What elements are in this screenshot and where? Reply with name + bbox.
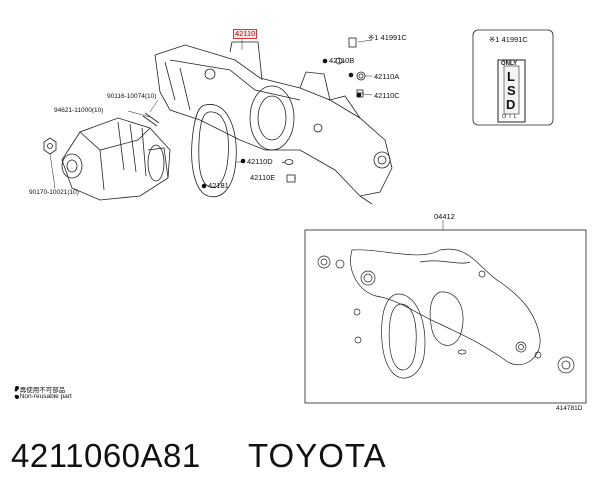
nut-drawing (43, 137, 57, 155)
sticker-only-text: ONLY (501, 61, 518, 67)
stud-bolt-drawing (142, 112, 160, 127)
label-42110b: 42110B (329, 56, 355, 65)
plug-e-drawing (286, 174, 296, 183)
label-42110c: 42110C (374, 91, 400, 100)
sticker-letter-s: S (507, 83, 516, 98)
kit-flange-washer-drawing (557, 356, 575, 374)
label-sticker-ref: ※1 41991C (489, 35, 528, 44)
label-90116-10074: 90116-10074(10) (107, 93, 157, 100)
legend-japanese: ● 再使用不可部品 (14, 387, 66, 394)
axle-housing-drawing (154, 41, 393, 205)
lsd-sticker-outline (497, 59, 526, 123)
sticker-letter-l: L (507, 69, 515, 84)
differential-carrier-drawing (61, 117, 171, 201)
plug-d-drawing (281, 159, 294, 165)
kit-seal-right-drawing (515, 341, 527, 353)
gasket-kit-frame (304, 229, 587, 404)
label-04412: 04412 (434, 212, 455, 221)
label-42181: 42181 (208, 181, 229, 190)
label-catalog-code: 414781D (556, 405, 583, 412)
gasket-kit-drawing (317, 248, 575, 379)
sticker-oil-text: OIL (502, 114, 520, 120)
bolt-a-drawing (356, 71, 366, 81)
part-number-heading: 4211060A81 (11, 437, 201, 474)
lsd-sticker-frame (472, 29, 554, 126)
kit-washer-drawing (317, 255, 331, 269)
label-42110d: 42110D (247, 157, 273, 166)
label-94621-11000: 94621-11000(10) (54, 107, 104, 114)
label-42110a: 42110A (374, 72, 400, 81)
legend-english: ● Non-reusable part (14, 393, 72, 400)
label-42110e: 42110E (250, 173, 276, 182)
label-41991c: ※1 41991C (368, 33, 407, 42)
sticker-letter-d: D (506, 97, 516, 112)
caution-plate-drawing (348, 37, 357, 48)
gasket-drawing (191, 104, 237, 198)
brand-heading: TOYOTA (248, 437, 387, 474)
lsd-sticker-letter-panel (503, 65, 520, 115)
label-42110: 42110 (233, 29, 258, 39)
label-90170-10021: 90170-10021(10) (29, 189, 79, 196)
kit-oil-seal-drawing (360, 270, 376, 286)
